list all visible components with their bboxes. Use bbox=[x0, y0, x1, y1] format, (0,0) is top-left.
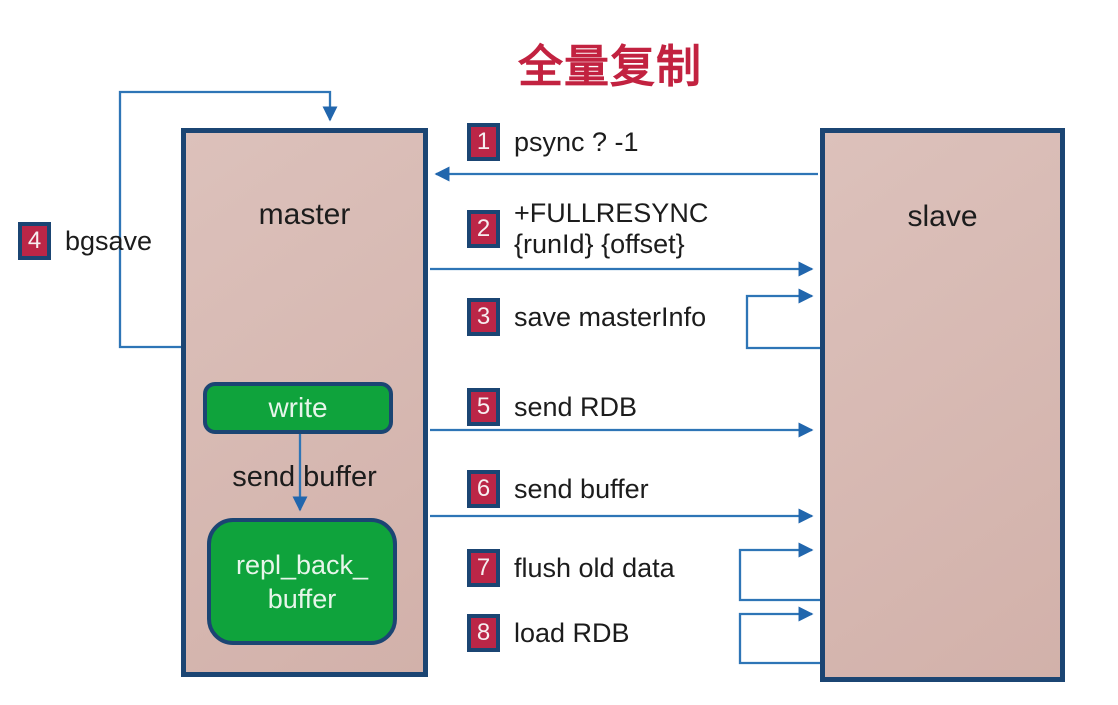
step-row-psync: 1 psync ? -1 bbox=[467, 123, 639, 161]
step-row-send-rdb: 5 send RDB bbox=[467, 388, 637, 426]
step-row-load-rdb: 8 load RDB bbox=[467, 614, 630, 652]
step-number-badge-2: 2 bbox=[467, 210, 500, 248]
page-title: 全量复制 bbox=[517, 41, 702, 92]
slave-label: slave bbox=[907, 200, 978, 233]
slave-box bbox=[820, 128, 1065, 682]
repl-back-buffer-line1: repl_back_ bbox=[235, 549, 369, 580]
step-label-fullresync: +FULLRESYNC {runId} {offset} bbox=[514, 198, 708, 260]
step-number-badge-3: 3 bbox=[467, 298, 500, 336]
flush-old-data-loop-arrow bbox=[738, 542, 820, 602]
load-rdb-loop-arrow bbox=[738, 606, 820, 665]
save-masterinfo-loop-arrow bbox=[745, 288, 820, 350]
repl-back-buffer-box: repl_back_ buffer bbox=[207, 518, 397, 645]
write-label: write bbox=[268, 392, 328, 423]
step-label-load-rdb: load RDB bbox=[514, 617, 630, 648]
step-label-fullresync-line1: +FULLRESYNC bbox=[514, 198, 709, 228]
step-label-psync: psync ? -1 bbox=[514, 126, 639, 157]
master-label: master bbox=[258, 198, 351, 231]
step-number-badge-6: 6 bbox=[467, 470, 500, 508]
step-label-save-masterinfo: save masterInfo bbox=[514, 301, 707, 332]
step-number-badge-1: 1 bbox=[467, 123, 500, 161]
bgsave-label: bgsave bbox=[65, 225, 153, 256]
step-row-send-buffer: 6 send buffer bbox=[467, 470, 649, 508]
step-row-flush-old-data: 7 flush old data bbox=[467, 549, 675, 587]
step-number-badge-4: 4 bbox=[18, 222, 51, 260]
send-buffer-inner-label: send buffer bbox=[232, 461, 377, 493]
bgsave-step-row: 4 bgsave bbox=[18, 222, 152, 260]
step-row-save-masterinfo: 3 save masterInfo bbox=[467, 298, 706, 336]
step-label-send-buffer: send buffer bbox=[514, 473, 649, 504]
step-number-badge-7: 7 bbox=[467, 549, 500, 587]
repl-back-buffer-line2: buffer bbox=[267, 583, 337, 614]
step-number-badge-8: 8 bbox=[467, 614, 500, 652]
step-label-send-rdb: send RDB bbox=[514, 391, 638, 422]
repl-back-buffer-label: repl_back_ buffer bbox=[236, 548, 368, 616]
step-label-flush-old-data: flush old data bbox=[514, 552, 675, 583]
step-label-fullresync-line2: {runId} {offset} bbox=[514, 229, 685, 259]
step-row-fullresync: 2 +FULLRESYNC {runId} {offset} bbox=[467, 198, 708, 260]
write-box: write bbox=[203, 382, 393, 434]
step-number-badge-5: 5 bbox=[467, 388, 500, 426]
